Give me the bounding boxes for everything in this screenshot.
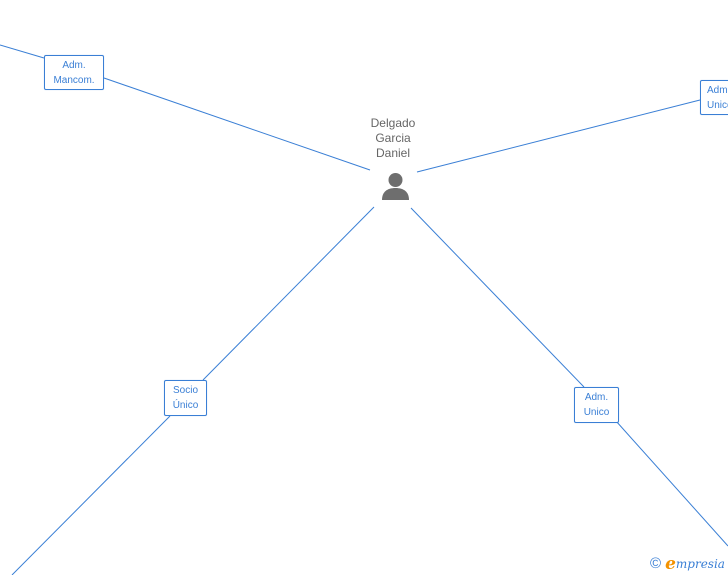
person-icon[interactable] (381, 172, 410, 205)
relation-label: Único (172, 400, 199, 411)
edge-adm-mancom (0, 44, 45, 59)
relation-box-adm-mancom[interactable]: Adm. Mancom. (44, 55, 104, 90)
relation-label: Mancom. (53, 75, 95, 86)
person-name[interactable]: Delgado Garcia Daniel (343, 116, 443, 161)
copyright-icon: © (650, 555, 662, 572)
edge-adm-mancom (103, 77, 371, 171)
person-name-line: Daniel (375, 146, 411, 160)
logo-text: mpresia (675, 557, 725, 571)
relation-label: Socio (172, 385, 198, 396)
relation-label: Adm. (707, 85, 728, 96)
empresia-logo[interactable]: © e mpresia (650, 555, 725, 573)
edge-socio-unico (202, 206, 375, 381)
relation-box-socio-unico[interactable]: Socio Único (164, 380, 207, 416)
logo-initial: e (665, 554, 676, 574)
relation-label: Adm. (62, 60, 86, 71)
relation-label: Unico (707, 100, 728, 111)
relation-label: Unico (583, 407, 610, 418)
relation-label: Adm. (584, 392, 609, 403)
person-name-line: Garcia (375, 131, 411, 145)
relation-box-adm-unico-bottom[interactable]: Adm. Unico (574, 387, 619, 423)
edge-adm-unico-bottom (615, 420, 728, 547)
person-icon-graphic (382, 173, 409, 200)
person-name-line: Delgado (370, 116, 416, 130)
relation-box-adm-unico-right[interactable]: Adm. Unico (700, 80, 728, 115)
edge-adm-unico-right (416, 99, 701, 173)
edge-socio-unico (11, 415, 171, 575)
edge-adm-unico-bottom (410, 207, 585, 388)
